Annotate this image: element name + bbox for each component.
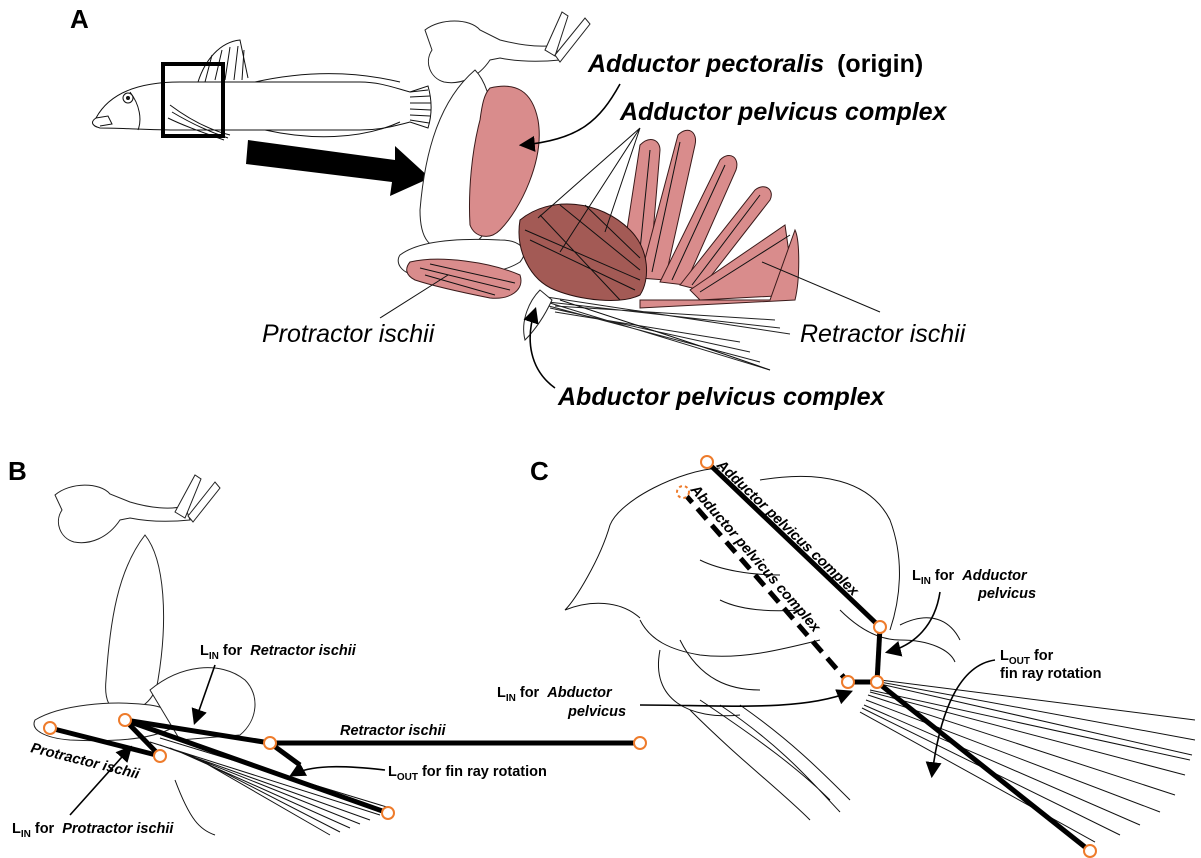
node-b-retractor-insertion bbox=[264, 737, 276, 749]
abductor-pelvicus-bone-a bbox=[524, 290, 552, 340]
label-retractor-ischii-a: Retractor ischii bbox=[800, 320, 967, 348]
node-b-pivot bbox=[119, 714, 131, 726]
panel-label-a: A bbox=[70, 4, 89, 34]
node-c-pivot bbox=[871, 676, 883, 688]
node-b-retractor-origin bbox=[634, 737, 646, 749]
label-protractor-ischii-a: Protractor ischii bbox=[262, 320, 436, 348]
node-b-fin-ray-tip bbox=[382, 807, 394, 819]
node-c-adductor-origin bbox=[701, 456, 713, 468]
label-adductor-pectoralis: Adductor pectoralis (origin) bbox=[587, 50, 923, 78]
fin-rays-c bbox=[690, 680, 1195, 842]
node-b-protractor-insertion bbox=[154, 750, 166, 762]
node-b-protractor-origin bbox=[44, 722, 56, 734]
fish-outline bbox=[93, 40, 431, 140]
pointer-lout-b bbox=[292, 767, 385, 775]
zoom-arrow bbox=[246, 140, 430, 196]
pointer-protractor-ischii-a bbox=[380, 275, 448, 318]
node-c-adductor-insertion bbox=[874, 621, 886, 633]
node-c-fin-ray-tip bbox=[1084, 845, 1096, 857]
panel-label-b: B bbox=[8, 456, 27, 486]
label-lin-abductor-pelvicus-line2: pelvicus bbox=[567, 704, 626, 720]
label-lin-adductor-pelvicus-line2: pelvicus bbox=[977, 586, 1036, 602]
label-retractor-ischii-b: Retractor ischii bbox=[340, 723, 447, 739]
label-adductor-pelvicus-complex: Adductor pelvicus complex bbox=[619, 98, 948, 126]
node-c-abductor-insertion bbox=[842, 676, 854, 688]
label-abductor-pelvicus-complex: Abductor pelvicus complex bbox=[557, 383, 886, 411]
zoom-box bbox=[163, 64, 223, 136]
adductor-pelvicus-muscle-a bbox=[519, 204, 647, 300]
pointer-lin-abductor-pelvicus bbox=[640, 692, 850, 706]
fin-muscles-a bbox=[620, 130, 799, 308]
pointer-lin-adductor-pelvicus bbox=[888, 592, 940, 652]
panel-label-c: C bbox=[530, 456, 549, 486]
label-lout-c-line2: fin ray rotation bbox=[1000, 666, 1102, 682]
